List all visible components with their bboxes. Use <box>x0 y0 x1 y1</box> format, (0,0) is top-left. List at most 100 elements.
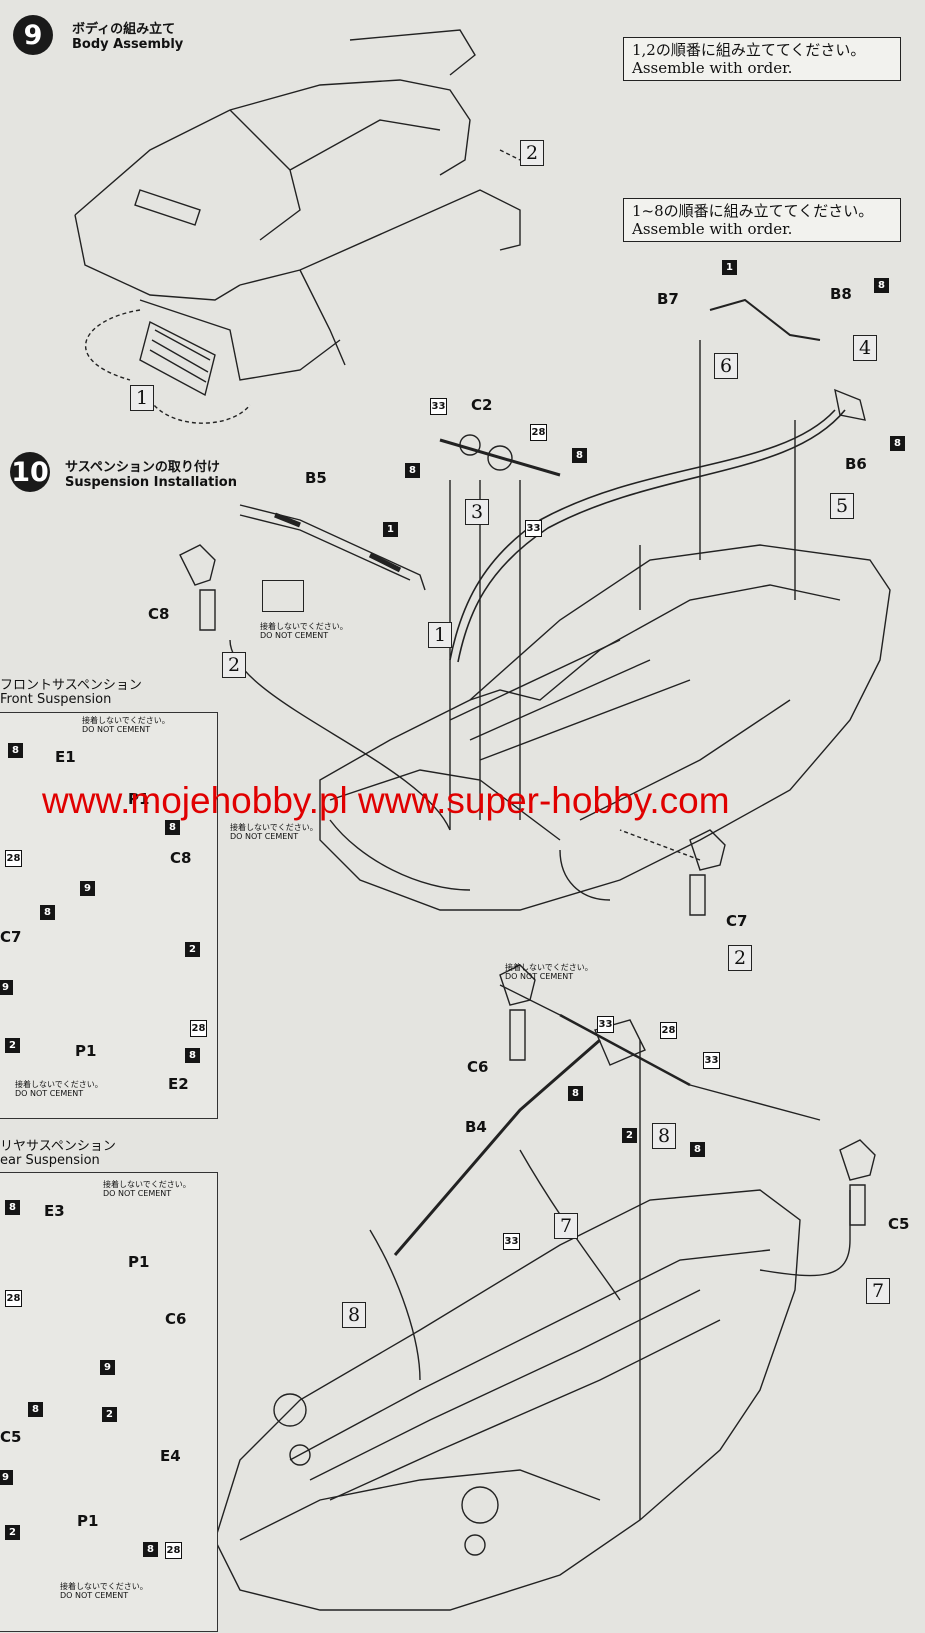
front-suspension-title-en: Front Suspension <box>0 692 112 707</box>
assembly-step-2: 2 <box>728 945 752 971</box>
part-count-33: 33 <box>597 1016 614 1033</box>
do-not-cement-note: 接着しないでください。 DO NOT CEMENT <box>230 823 318 841</box>
do-not-cement-jp: 接着しないでください。 <box>60 1582 148 1591</box>
do-not-cement-jp: 接着しないでください。 <box>505 963 593 972</box>
part-count-8: 8 <box>5 1200 20 1215</box>
part-count-2: 2 <box>5 1038 20 1053</box>
part-label-c5: C5 <box>0 1428 22 1446</box>
step-9-title-jp: ボディの組み立て <box>72 22 176 37</box>
front-suspension-panel <box>0 712 218 1119</box>
step-9-badge: 9 <box>13 15 53 55</box>
do-not-cement-en: DO NOT CEMENT <box>103 1189 172 1198</box>
part-count-28: 28 <box>530 424 547 441</box>
part-count-33: 33 <box>703 1052 720 1069</box>
step-9-title-en: Body Assembly <box>72 37 184 52</box>
step-10-badge: 10 <box>10 452 50 492</box>
do-not-cement-jp: 接着しないでください。 <box>230 823 318 832</box>
part-label-e1: E1 <box>55 748 76 766</box>
do-not-cement-jp: 接着しないでください。 <box>82 716 170 725</box>
do-not-cement-note: 接着しないでください。 DO NOT CEMENT <box>260 622 348 640</box>
part-label-b5: B5 <box>305 469 327 487</box>
do-not-cement-note: 接着しないでください。 DO NOT CEMENT <box>505 963 593 981</box>
part-label-b8: B8 <box>830 285 852 303</box>
part-label-p1: P1 <box>128 790 150 808</box>
part-label-c8: C8 <box>148 605 170 623</box>
do-not-cement-en: DO NOT CEMENT <box>230 832 299 841</box>
assembly-step-2: 2 <box>222 652 246 678</box>
assembly-step-1: 1 <box>428 622 452 648</box>
do-not-cement-en: DO NOT CEMENT <box>15 1089 84 1098</box>
watermark-text: www.mojehobby.pl www.super-hobby.com <box>42 780 730 821</box>
part-label-e4: E4 <box>160 1447 181 1465</box>
part-label-c7: C7 <box>0 928 22 946</box>
do-not-cement-note: 接着しないでください。 DO NOT CEMENT <box>60 1582 148 1600</box>
part-count-28: 28 <box>5 850 22 867</box>
part-label-c6: C6 <box>467 1058 489 1076</box>
order-note-en: Assemble with order. <box>632 220 793 238</box>
part-count-2: 2 <box>185 942 200 957</box>
part-count-8: 8 <box>40 905 55 920</box>
part-label-c8: C8 <box>170 849 192 867</box>
part-label-e3: E3 <box>44 1202 65 1220</box>
order-note-jp: 1,2の順番に組み立ててください。 <box>632 41 866 59</box>
part-count-8: 8 <box>568 1086 583 1101</box>
part-label-c5: C5 <box>888 1215 910 1233</box>
part-count-9: 9 <box>0 1470 13 1485</box>
step-10-order-note: 1~8の順番に組み立ててください。 Assemble with order. <box>623 198 901 242</box>
part-count-8: 8 <box>28 1402 43 1417</box>
do-not-cement-icon <box>262 580 304 612</box>
part-count-2: 2 <box>102 1407 117 1422</box>
part-label-b6: B6 <box>845 455 867 473</box>
part-count-8: 8 <box>874 278 889 293</box>
do-not-cement-note: 接着しないでください。 DO NOT CEMENT <box>15 1080 103 1098</box>
step-9-order-note: 1,2の順番に組み立ててください。 Assemble with order. <box>623 37 901 81</box>
part-count-8: 8 <box>690 1142 705 1157</box>
part-count-9: 9 <box>80 881 95 896</box>
step-10-title-jp: サスペンションの取り付け <box>65 460 220 475</box>
do-not-cement-jp: 接着しないでください。 <box>15 1080 103 1089</box>
part-count-28: 28 <box>5 1290 22 1307</box>
part-label-p1: P1 <box>75 1042 97 1060</box>
do-not-cement-note: 接着しないでください。 DO NOT CEMENT <box>82 716 170 734</box>
part-count-2: 2 <box>622 1128 637 1143</box>
part-label-e2: E2 <box>168 1075 189 1093</box>
do-not-cement-note: 接着しないでください。 DO NOT CEMENT <box>103 1180 191 1198</box>
part-count-8: 8 <box>185 1048 200 1063</box>
assembly-step-3: 3 <box>465 499 489 525</box>
part-count-8: 8 <box>572 448 587 463</box>
part-count-28: 28 <box>190 1020 207 1037</box>
part-count-8: 8 <box>405 463 420 478</box>
part-label-p1: P1 <box>128 1253 150 1271</box>
assembly-step-8: 8 <box>652 1123 676 1149</box>
assembly-step-7: 7 <box>554 1213 578 1239</box>
part-count-33: 33 <box>503 1233 520 1250</box>
part-label-b7: B7 <box>657 290 679 308</box>
rear-suspension-title-jp: リヤサスペンション <box>0 1139 116 1154</box>
rear-suspension-title-en: ear Suspension <box>0 1153 100 1168</box>
part-count-2: 2 <box>5 1525 20 1540</box>
front-suspension-title-jp: フロントサスペンション <box>0 678 142 693</box>
part-count-8: 8 <box>890 436 905 451</box>
assembly-step-5: 5 <box>830 493 854 519</box>
part-count-1: 1 <box>383 522 398 537</box>
part-count-33: 33 <box>525 520 542 537</box>
assembly-step-1: 1 <box>130 385 154 411</box>
assembly-step-8: 8 <box>342 1302 366 1328</box>
part-count-33: 33 <box>430 398 447 415</box>
part-count-8: 8 <box>8 743 23 758</box>
part-count-1: 1 <box>722 260 737 275</box>
part-label-c2: C2 <box>471 396 493 414</box>
assembly-step-6: 6 <box>714 353 738 379</box>
part-count-8: 8 <box>143 1542 158 1557</box>
part-count-28: 28 <box>165 1542 182 1559</box>
part-label-c7: C7 <box>726 912 748 930</box>
do-not-cement-jp: 接着しないでください。 <box>103 1180 191 1189</box>
order-note-jp: 1~8の順番に組み立ててください。 <box>632 202 874 220</box>
assembly-step-2: 2 <box>520 140 544 166</box>
order-note-en: Assemble with order. <box>632 59 793 77</box>
do-not-cement-en: DO NOT CEMENT <box>260 631 329 640</box>
do-not-cement-en: DO NOT CEMENT <box>60 1591 129 1600</box>
assembly-step-7: 7 <box>866 1278 890 1304</box>
part-label-c6: C6 <box>165 1310 187 1328</box>
part-count-8: 8 <box>165 820 180 835</box>
